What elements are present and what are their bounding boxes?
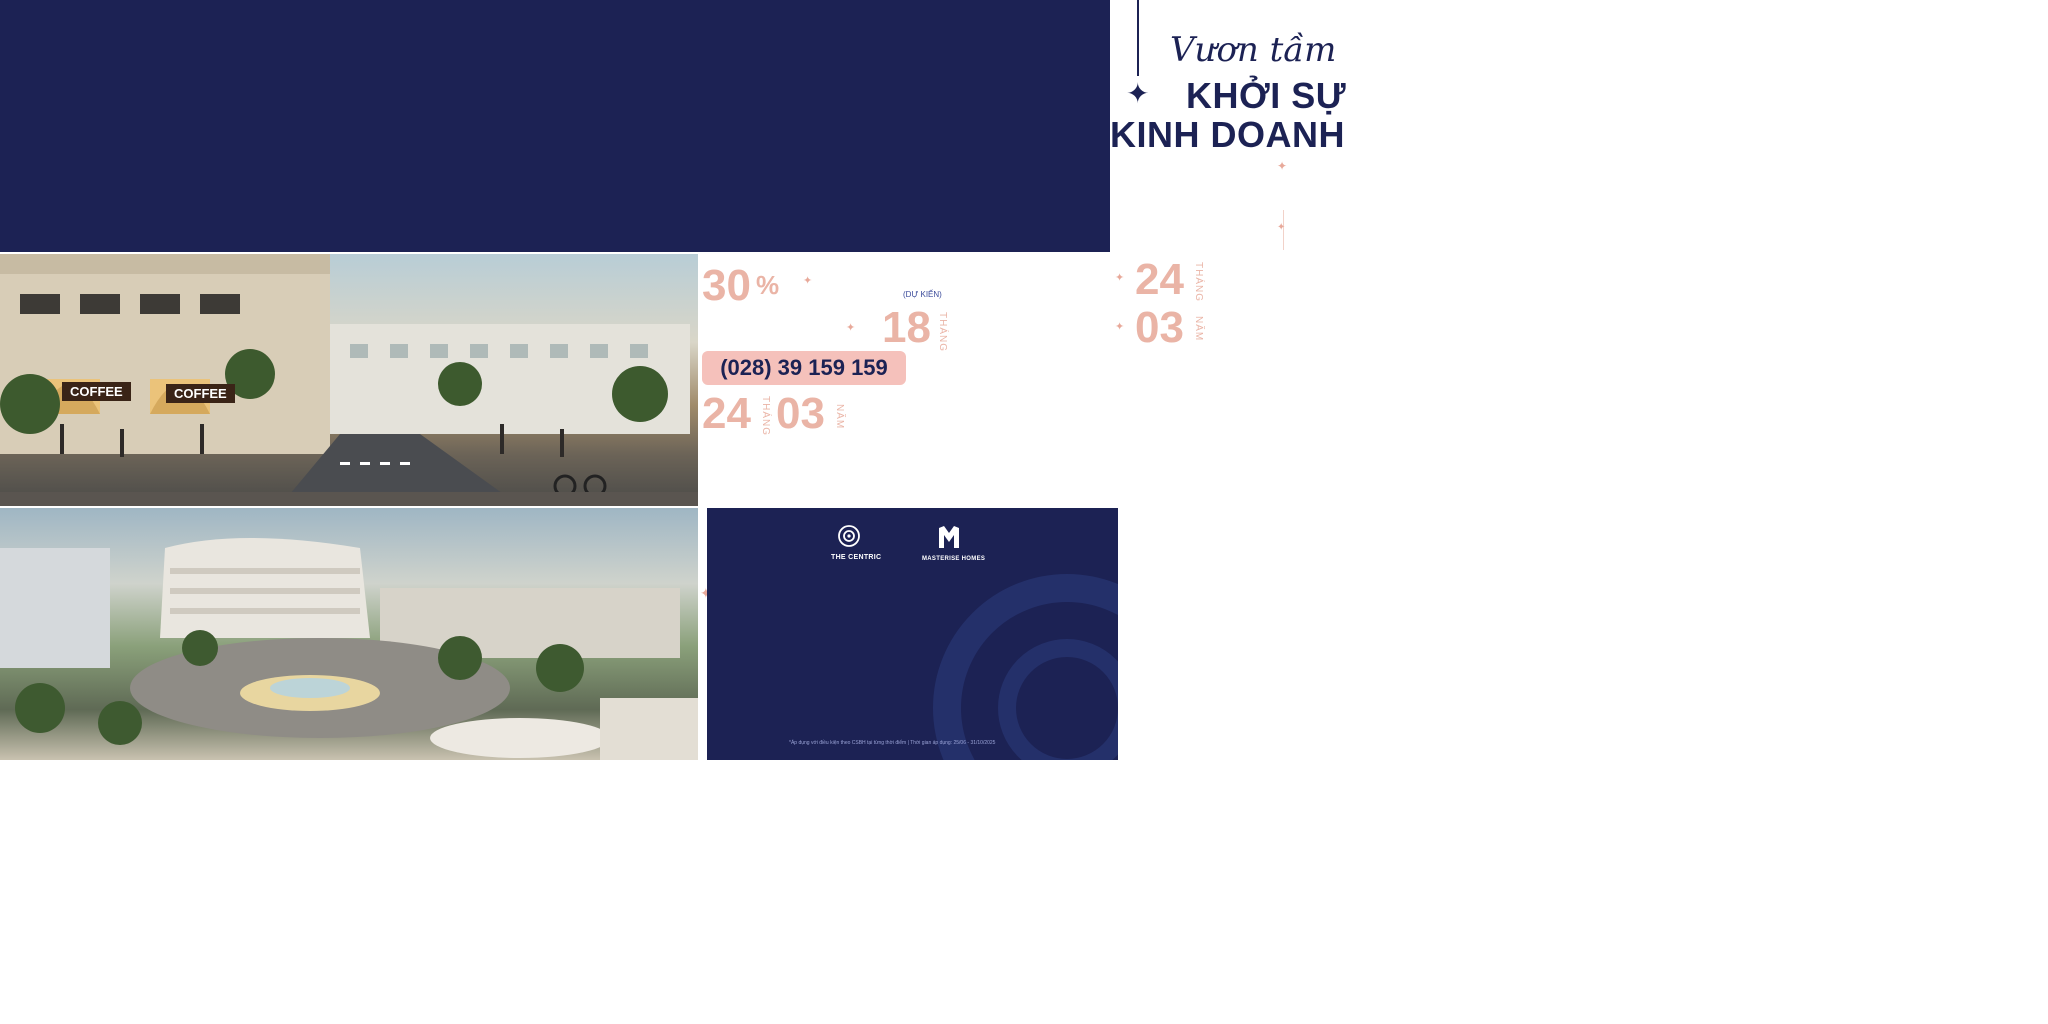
plaza-render-photo <box>0 508 698 760</box>
sparkle-icon: ✦ <box>1115 272 1125 284</box>
masterise-homes-logo-icon <box>937 524 961 550</box>
headline-line-2: KINH DOANH <box>1110 114 1345 155</box>
percent-value: 30 <box>702 261 751 310</box>
right-03-value: 03 <box>1135 303 1184 352</box>
sparkle-icon: ✦ <box>846 322 856 334</box>
the-centric-logo-text: THE CENTRIC <box>831 554 882 561</box>
sparkle-icon: ✦ <box>803 275 813 287</box>
sparkle-icon: ✦ <box>1277 159 1288 173</box>
sparkle-icon: ✦ <box>1126 78 1150 109</box>
street-render-photo: COFFEE COFFEE <box>0 254 698 506</box>
disclaimer-text: *Áp dụng với điều kiện theo CSBH tại từn… <box>789 740 996 746</box>
headline-script-text: Vươn tầm <box>1170 30 1337 70</box>
estimated-label: (DỰ KIẾN) <box>903 290 942 299</box>
shop-sign: COFFEE <box>166 384 235 403</box>
masterise-homes-logo-text: MASTERISE HOMES <box>922 556 986 562</box>
right-03-label: NĂM <box>1193 316 1204 342</box>
right-24-value: 24 <box>1135 255 1184 304</box>
the-centric-logo-icon <box>837 524 861 548</box>
sparkle-icon: ✦ <box>700 585 712 601</box>
bottom-24-label: THÁNG <box>760 396 771 436</box>
brand-card: THE CENTRIC MASTERISE HOMES *Áp dụng với… <box>707 508 1118 760</box>
top-navy-banner <box>0 0 1110 252</box>
months-label: THÁNG <box>937 312 948 352</box>
months-18-value: 18 <box>882 303 931 352</box>
headline-line-1: KHỞI SỰ <box>1186 75 1347 116</box>
bottom-24-value: 24 <box>702 389 751 438</box>
right-24-label: THÁNG <box>1193 262 1204 302</box>
bottom-03-value: 03 <box>776 389 825 438</box>
percent-sign: % <box>756 270 780 300</box>
bottom-03-label: NĂM <box>834 404 845 430</box>
sparkle-line <box>1283 210 1284 250</box>
headline-divider <box>1137 0 1139 76</box>
sparkle-icon: ✦ <box>1277 222 1286 233</box>
shop-sign: COFFEE <box>62 382 131 401</box>
hotline-button[interactable]: (028) 39 159 159 <box>702 351 906 385</box>
sparkle-icon: ✦ <box>1115 321 1125 333</box>
